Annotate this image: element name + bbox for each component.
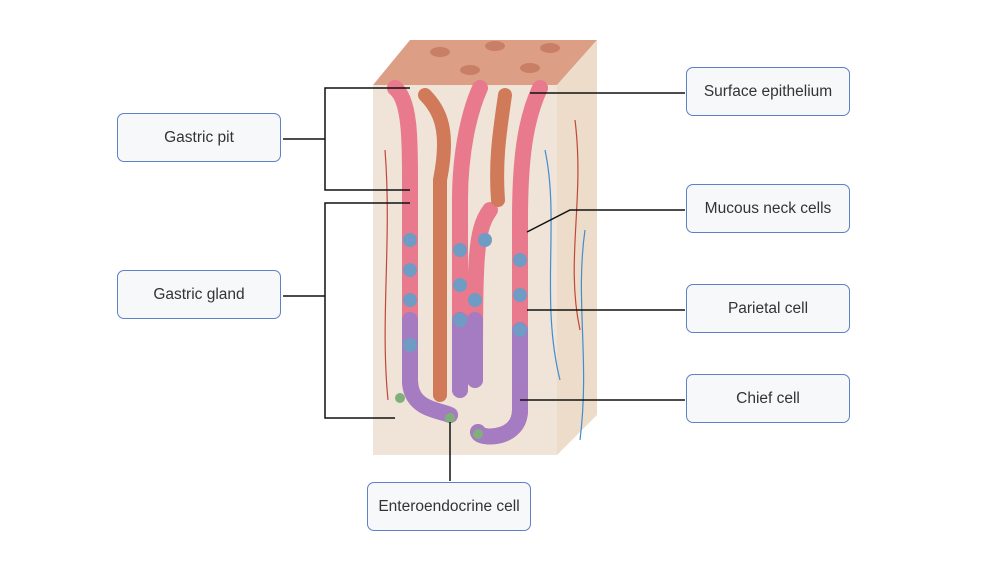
lamina-propria-vessels xyxy=(384,119,586,441)
tissue-top-face xyxy=(373,40,597,85)
tissue-side-face xyxy=(557,40,597,455)
enteroendocrine-cells xyxy=(395,393,483,439)
label-enteroendocrine-cell[interactable]: Enteroendocrine cell xyxy=(367,482,531,531)
label-parietal-cell[interactable]: Parietal cell xyxy=(686,284,850,333)
label-chief-cell[interactable]: Chief cell xyxy=(686,374,850,423)
gastric-pit-openings xyxy=(430,41,560,75)
gastric-glands xyxy=(387,80,548,445)
gastric-gland-bracket xyxy=(324,202,410,419)
mucous-neck-line xyxy=(526,209,685,233)
leader-lines xyxy=(283,87,685,481)
label-mucous-neck-cells[interactable]: Mucous neck cells xyxy=(686,184,850,233)
label-surface-epithelium[interactable]: Surface epithelium xyxy=(686,67,850,116)
parietal-cells xyxy=(403,233,527,352)
label-gastric-pit[interactable]: Gastric pit xyxy=(117,113,281,162)
label-gastric-gland[interactable]: Gastric gland xyxy=(117,270,281,319)
